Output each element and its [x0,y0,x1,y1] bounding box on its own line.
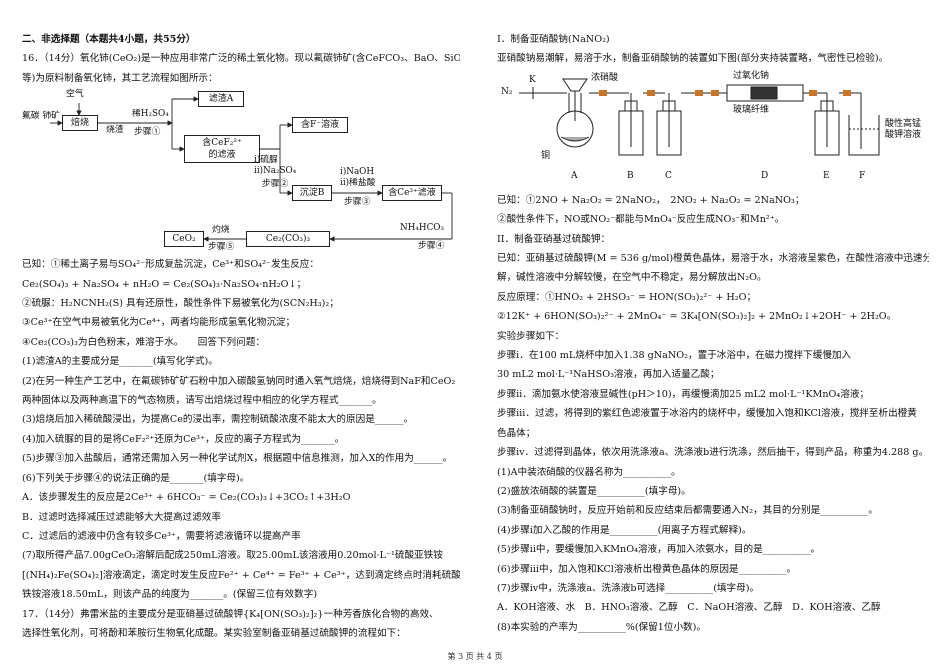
na2o2-label: 过氧化钠 [733,70,770,81]
right-line: 色晶体； [497,427,536,439]
roast-product-label: 烧渣 [106,125,124,136]
known-line: ④Ce₂(CO₃)₃为白色粉末，难溶于水。 回答下列问题： [22,336,265,348]
step4-label: 步骤④ [418,241,445,252]
ceo2-box: CeO₂ [164,231,204,248]
right-line: (2)盛放浓硝酸的装置是__________(填字母)。 [497,485,691,497]
option-line: A．该步骤发生的反应是2Ce³⁺ + 6HCO₃⁻ = Ce₂(CO₃)₃↓+3… [22,492,351,504]
right-line: 已知：亚硝基过硫酸钾(M = 536 g/mol)橙黄色晶体，易溶于水，水溶液呈… [497,253,929,265]
step3-label: 步骤③ [344,197,371,208]
ce2co33-box: Ce₂(CO₃)₃ [246,231,330,248]
question-line: (1)滤渣A的主要成分是_______(填写化学式)。 [22,356,218,368]
conc-hno3-label: 浓硝酸 [591,72,619,83]
flowchart-arrows [50,96,453,242]
question-line: 铁铵溶液18.50mL，则该产品的纯度为_______。(保留三位有效数字) [22,589,318,601]
label-d: D [761,170,769,181]
right-line: (7)步骤ⅳ中，洗涤液a、洗涤液b可选择__________(填字母)。 [497,582,760,594]
right-line: A．KOH溶液、水 B．HNO₃溶液、乙醇 C．NaOH溶液、乙醇 D．KOH溶… [497,602,881,614]
option-line: C．过滤后的滤液中仍含有较多Ce³⁺，需要将滤液循环以提高产率 [22,530,301,542]
question-line: (7)取所得产品7.00gCeO₂溶解后配成250mL溶液。取25.00mL该溶… [22,550,443,562]
calcine-label: 灼烧 [212,225,230,236]
question-line: (2)在另一种生产工艺中，在氟碳铈矿矿石粉中加入碳酸氢钠同时通入氧气焙烧，焙烧得… [22,375,456,387]
precip-b-box: 沉淀B [292,185,332,202]
question-line: 两种固体以及两种高温下的气态物质，请写出焙烧过程中相应的化学方程式_______… [22,395,382,407]
section-title: 二、非选择题（本题共4小题，共55分） [22,34,196,45]
acid-label: 稀H₂SO₄ [132,109,169,120]
right-line: ②酸性条件下，NO或NO₂⁻都能与MnO₄⁻反应生成NO₃⁻和Mn²⁺。 [497,214,785,226]
known-line: Ce₂(SO₄)₃ + Na₂SO₄ + nH₂O = Ce₂(SO₄)₃·Na… [22,278,307,290]
label-c: C [665,170,672,181]
q17-line: 选择性氧化剂，可将酚和苯胺衍生物氧化成醌。某实验室制备亚硝基过硫酸钾的流程如下： [22,627,406,639]
filtrate1-box: 含CeF₂²⁺ 的滤液 [184,135,260,164]
right-line: 步骤ⅱ．滴加氨水使溶液显碱性(pH＞10)，再缓慢滴加25 mL2 mol·L⁻… [497,388,870,400]
right-line: ②12K⁺ + 6HON(SO₃)₂²⁻ + 2MnO₄⁻ = 3K₄[ON(S… [497,311,897,323]
known-line: ③Ce³⁺在空气中易被氧化为Ce⁴⁺，两者均能形成氢氧化物沉淀； [22,317,296,329]
known-line: ②硫脲：H₂NCNH₂(S) 具有还原性，酸性条件下易被氧化为(SCN₂H₃)₂… [22,298,339,310]
right-line: (3)制备亚硝酸钠时，反应开始前和反应结束后都需要通入N₂，其目的分别是____… [497,505,878,517]
question-line: (3)焙烧后加入稀硫酸浸出，为提高Ce的浸出率，需控制硫酸浓度不能太大的原因是_… [22,414,414,426]
step1-label: 步骤① [134,127,161,138]
right-line: (4)步骤ⅰ加入乙酸的作用是__________(用离子方程式解释)。 [497,524,752,536]
right-column: I．制备亚硝酸钠(NaNO₂) 亚硝酸钠易潮解，易溶于水，制备亚硝酸钠的装置如下… [497,30,929,637]
q17-line: 17．（14分）弗雷米盐的主要成分是亚硝基过硫酸钾{K₄[ON(SO₃)₂]₂}… [22,608,439,620]
copper-label: 铜 [541,150,551,161]
right-line: II．制备亚硝基过硫酸钾： [497,233,611,245]
kmno4-label: 酸性高锰 酸钾溶液 [885,118,922,140]
n2-label: N₂ [501,86,513,97]
page-footer: 第 3 页 共 4 页 [447,652,503,661]
right-line: (1)A中装浓硝酸的仪器名称为__________。 [497,466,681,478]
part1-intro: 亚硝酸钠易潮解，易溶于水，制备亚硝酸钠的装置如下图(部分夹持装置略，气密性已检验… [497,53,889,65]
right-line: 反应原理：①HNO₂ + 2HSO₃⁻ = HON(SO₃)₂²⁻ + H₂O； [497,291,757,303]
apparatus-drawing [519,78,880,156]
question-line: (6)下列关于步骤④的说法正确的是_______(填字母)。 [22,472,250,484]
residue-a-box: 滤渣A [198,91,244,108]
right-line: 解，碱性溶液中分解较慢，在空气中不稳定，易分解放出N₂O。 [497,272,767,284]
glass-fiber-label: 玻璃纤维 [733,104,770,115]
label-b: B [627,170,634,181]
f-filtrate-box: 含F⁻溶液 [292,117,348,134]
valve-k-label: K [529,74,536,85]
reagents3-label: i)NaOH ii)稀盐酸 [340,167,376,189]
right-line: (5)步骤ⅱ中，要缓慢加入KMnO₄溶液，再加入浓氨水，目的是_________… [497,544,821,556]
left-column: 二、非选择题（本题共4小题，共55分） 16．（14分）氧化铈(CeO₂)是一种… [22,30,460,643]
label-f: F [859,170,866,181]
air-label: 空气 [66,89,84,100]
right-line: 步骤ⅳ．过滤得到晶体，依次用洗涤液a、洗涤液b进行洗涤，然后抽干，得到产品，称重… [497,447,929,459]
label-a: A [571,170,578,181]
process-flowchart: 氟碳 铈矿 空气 焙烧 烧渣 稀H₂SO₄ 步骤① 滤渣A 含CeF₂²⁺ 的滤… [22,89,460,253]
roast-box: 焙烧 [62,115,98,132]
right-line: (6)步骤ⅲ中，加入饱和KCl溶液析出橙黄色晶体的原因是__________。 [497,563,797,575]
known-line: 已知：①稀土离子易与SO₄²⁻形成复盐沉淀，Ce³⁺和SO₄²⁻发生反应： [22,259,319,271]
step2-label: 步骤② [262,179,289,190]
ore-label: 氟碳 铈矿 [22,111,60,122]
reagents2-label: i)硫脲 ii)Na₂SO₄ [254,155,297,177]
question-line: (5)步骤③加入盐酸后，通常还需加入另一种化学试剂X，根据题中信息推测，加入X的… [22,453,453,465]
nh4hco3-label: NH₄HCO₃ [400,223,445,234]
right-line: 步骤ⅲ．过滤，将得到的紫红色滤液置于冰浴内的烧杯中，缓慢加入饱和KCl溶液，搅拌… [497,408,917,420]
apparatus-diagram: N₂ K 浓硝酸 过氧化钠 玻璃纤维 铜 酸性高锰 酸钾溶液 A B C D E… [497,71,929,191]
label-e: E [823,170,830,181]
right-line: 步骤ⅰ．在100 mL烧杯中加入1.38 gNaNO₂，置于冰浴中，在磁力搅拌下… [497,350,852,362]
ce3-filtrate-box: 含Ce³⁺滤液 [382,185,442,202]
right-line: 实验步骤如下： [497,330,565,342]
part1-title: I．制备亚硝酸钠(NaNO₂) [497,34,610,45]
q16-line-1: 16．（14分）氧化铈(CeO₂)是一种应用非常广泛的稀土氧化物。现以氟碳铈矿(… [22,53,460,65]
spacer-2 [330,231,336,234]
step5-label: 步骤⑤ [208,242,235,253]
q16-line-2: 等)为原料制备氧化铈，其工艺流程如图所示： [22,72,218,84]
option-line: B．过滤时选择减压过滤能够大大提高过滤效率 [22,511,221,523]
right-line: (8)本实验的产率为__________%(保留1位小数)。 [497,621,706,633]
right-line: 已知：①2NO + Na₂O₂ = 2NaNO₂， 2NO₂ + Na₂O₂ =… [497,194,805,206]
question-line: [(NH₄)₂Fe(SO₄)₂]溶液滴定，滴定时发生反应Fe²⁺ + Ce⁴⁺ … [22,569,460,581]
right-line: 30 mL2 mol·L⁻¹NaHSO₃溶液，再加入适量乙酸； [497,369,720,381]
question-line: (4)加入硫脲的目的是将CeF₂²⁺还原为Ce³⁺，反应的离子方程式为_____… [22,433,345,445]
